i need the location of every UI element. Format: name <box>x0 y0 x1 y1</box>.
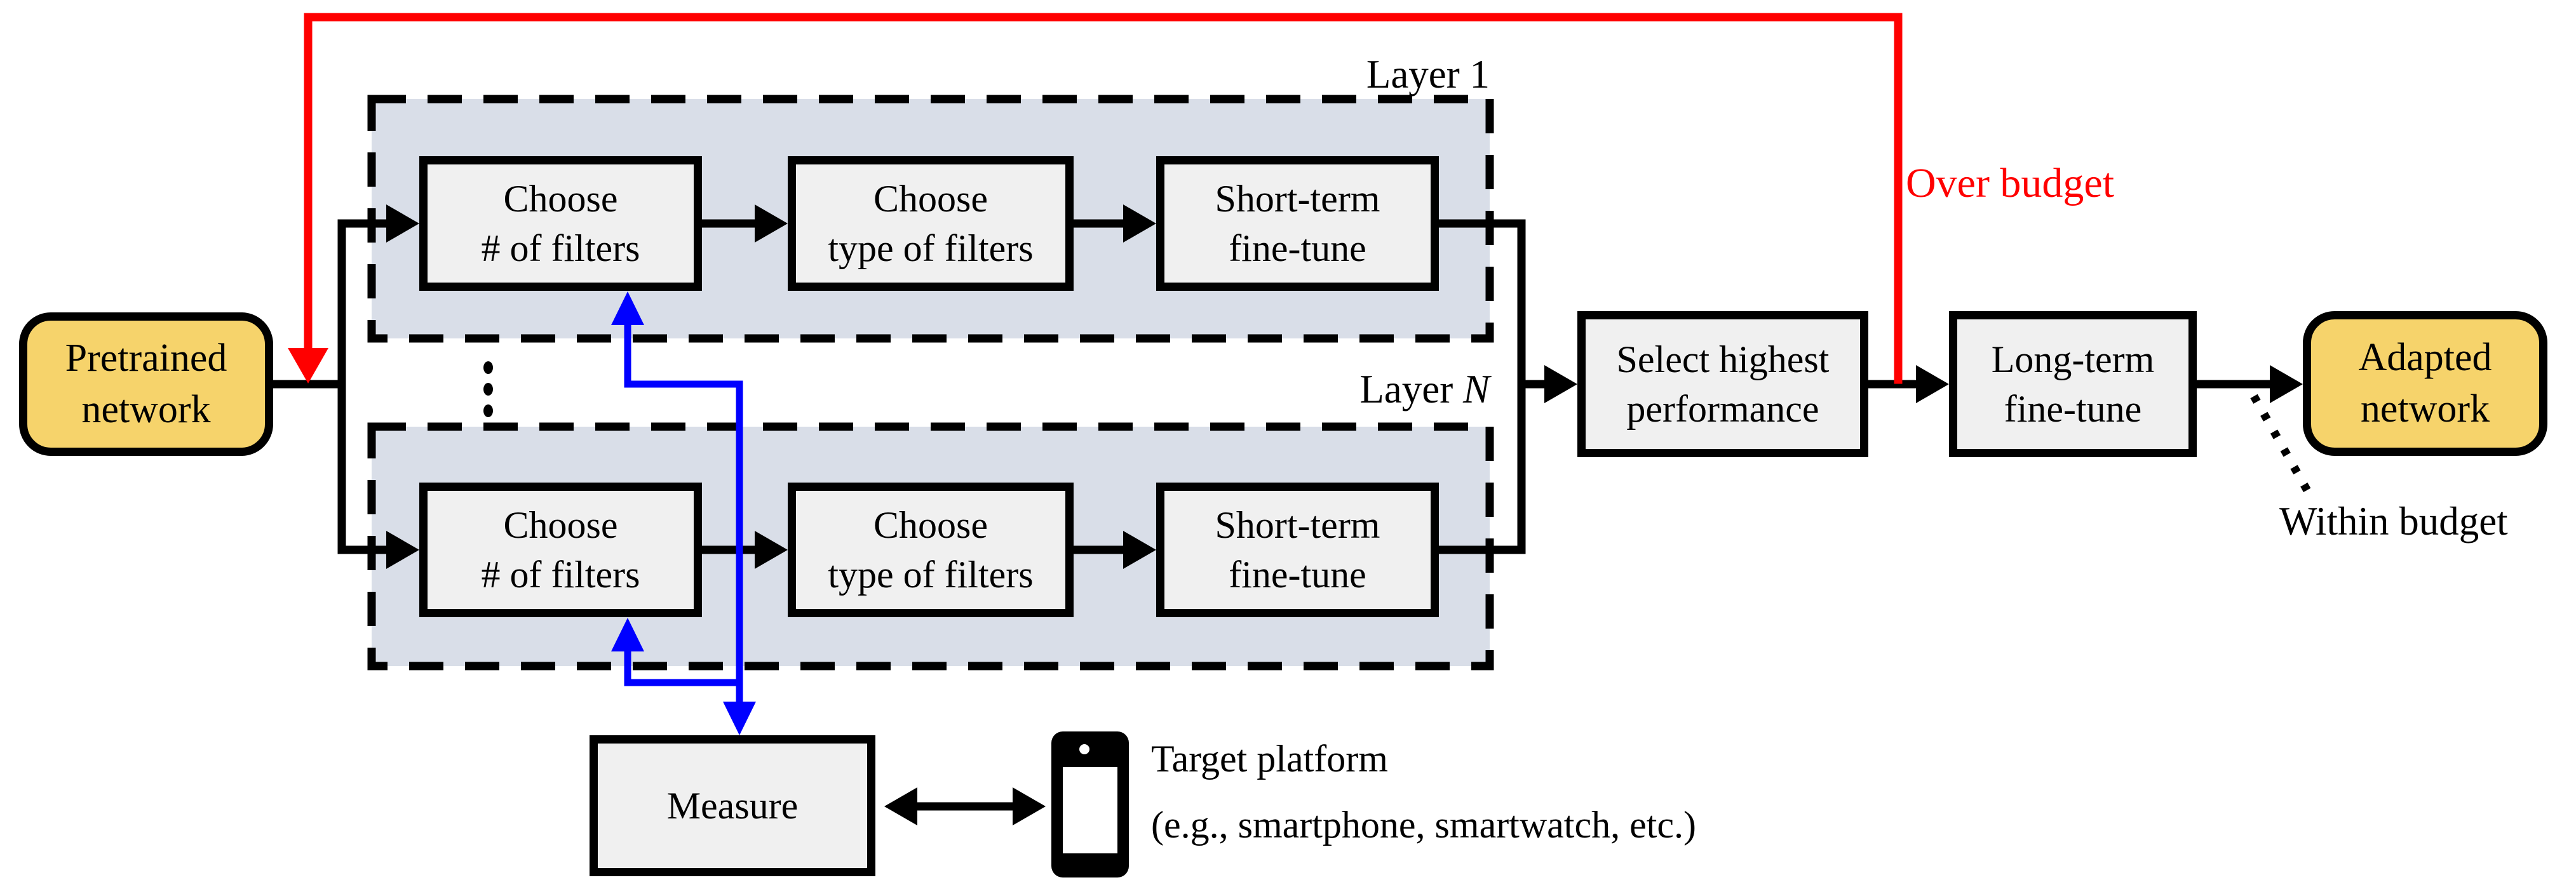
layerN-choose-type-filters-box: Choose type of filters <box>788 483 1074 617</box>
target-platform-examples-label: (e.g., smartphone, smartwatch, etc.) <box>1151 804 1697 846</box>
measure-node: Measure <box>590 735 875 876</box>
black-arrowheads <box>386 204 2303 825</box>
ellipsis-dot <box>483 404 493 417</box>
within-budget-dotted-line <box>2250 394 2312 495</box>
layer-n-label: Layer N <box>1159 364 1490 415</box>
long-term-finetune-node: Long-term fine-tune <box>1949 311 2197 457</box>
within-budget-label: Within budget <box>2279 499 2508 544</box>
layerN-choose-num-filters-box: Choose # of filters <box>419 483 702 617</box>
ellipsis-dot <box>483 383 493 396</box>
black-connectors <box>269 219 2277 811</box>
vertical-ellipsis-icon <box>483 357 493 422</box>
layer-1-label: Layer 1 <box>1366 52 1490 97</box>
pretrained-network-node: Pretrained network <box>19 312 273 456</box>
adapted-network-node: Adapted network <box>2303 311 2547 456</box>
layer-n-prefix: Layer <box>1359 367 1463 411</box>
over-budget-feedback-arrow <box>288 13 1903 384</box>
layerN-short-term-finetune-box: Short-term fine-tune <box>1156 483 1439 617</box>
select-highest-performance-node: Select highest performance <box>1577 311 1868 457</box>
layer1-choose-type-filters-box: Choose type of filters <box>788 156 1074 291</box>
target-platform-label: Target platform <box>1151 738 1388 780</box>
layer1-short-term-finetune-box: Short-term fine-tune <box>1156 156 1439 291</box>
measure-feedback-arrows <box>611 291 756 735</box>
layer-n-variable: N <box>1462 367 1490 411</box>
layer1-choose-num-filters-box: Choose # of filters <box>419 156 702 291</box>
ellipsis-dot <box>483 361 493 374</box>
over-budget-label: Over budget <box>1906 160 2115 206</box>
smartphone-icon <box>1051 731 1129 877</box>
